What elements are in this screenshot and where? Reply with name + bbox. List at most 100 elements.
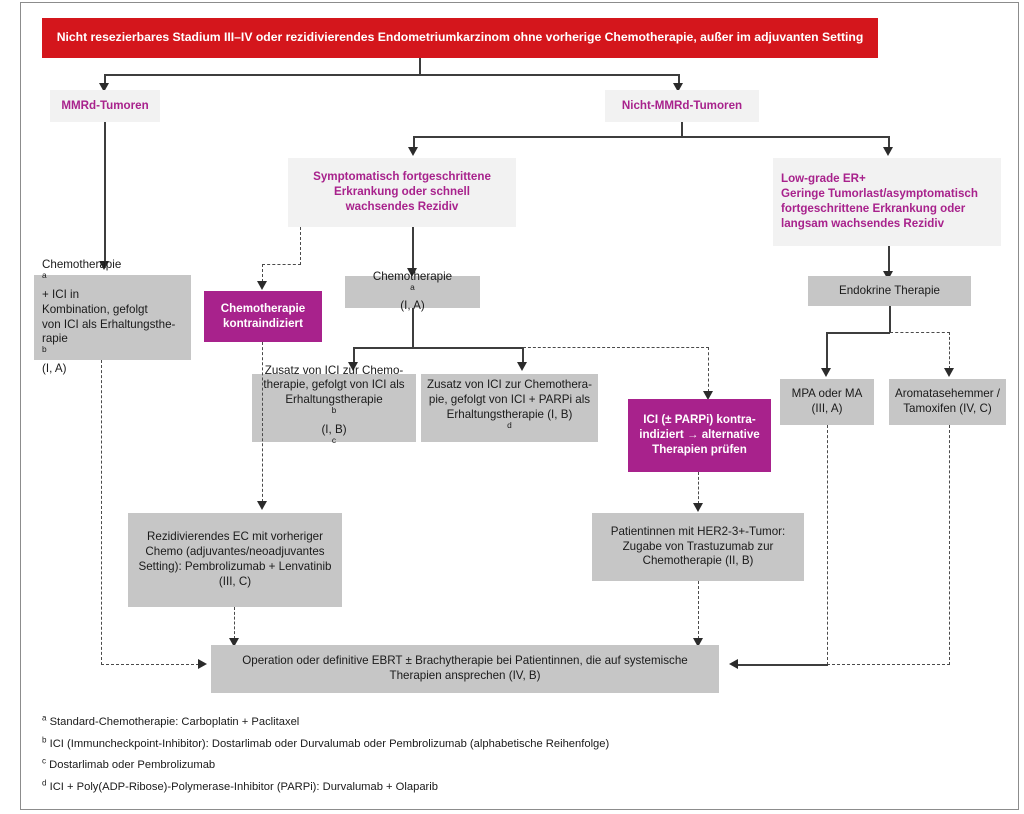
footnote-item: c Dostarlimab oder Pembrolizumab [42, 756, 216, 771]
node-ici-kontra-line3: Therapien prüfen [652, 442, 747, 456]
connector-root-right [678, 74, 680, 84]
node-non-mmrd: Nicht-MMRd-Tumoren [605, 90, 759, 122]
node-symptomatic-line3: wachsendes Rezidiv [345, 199, 459, 213]
node-lowgrade-line2: Geringe Tumorlast/asymptomatisch [781, 187, 978, 201]
connector-chemoia-stem [412, 308, 414, 348]
node-mmrd: MMRd-Tumoren [50, 90, 160, 122]
footnote-item: a Standard-Chemotherapie: Carboplatin + … [42, 713, 300, 728]
arrowhead-to-chemo-ici [99, 261, 109, 270]
connector-endokrin-bar [826, 332, 890, 334]
arrowhead-to-symptomatic [408, 147, 418, 156]
node-mmrd-label: MMRd-Tumoren [61, 98, 149, 112]
connector-nonmmrd-left [413, 136, 415, 148]
node-zusatz-d-line2: pie, gefolgt von ICI + PARPi als [428, 393, 591, 407]
connector-icikontra-to-her2 [698, 472, 699, 504]
connector-root-stem [419, 58, 421, 75]
connector-symptomatic-to-chemo [412, 227, 414, 269]
node-lowgrade-line1: Low-grade ER+ [781, 172, 866, 186]
node-aromatase-tamoxifen: Aromatasehemmer / Tamoxifen (IV, C) [889, 379, 1006, 425]
connector-her2-to-operation [698, 581, 699, 639]
node-her2-line2: Zugabe von Trastuzumab zur [622, 539, 774, 553]
node-endokrine-label: Endokrine Therapie [839, 283, 940, 297]
footnotes-list: a Standard-Chemotherapie: Carboplatin + … [42, 712, 842, 798]
node-symptomatic: Symptomatisch fortgeschrittene Erkrankun… [288, 158, 516, 227]
connector-chemoia-bar [353, 347, 523, 349]
node-mpa-ma: MPA oder MA (III, A) [780, 379, 874, 425]
node-lowgrade: Low-grade ER+ Geringe Tumorlast/asymptom… [773, 158, 1001, 246]
arrowhead-to-aromatase [944, 368, 954, 377]
connector-chemoia-mid [522, 347, 524, 363]
node-endokrine-therapie: Endokrine Therapie [808, 276, 971, 306]
connector-root-bar [104, 74, 679, 76]
connector-root-left [104, 74, 106, 84]
arrowhead-left-into-operation [198, 659, 207, 669]
node-symptomatic-line1: Symptomatisch fortgeschrittene [313, 170, 491, 184]
node-rezidiv-line2: Chemo (adjuvantes/neoadjuvantes [145, 545, 325, 559]
node-lowgrade-line3: fortgeschrittene Erkrankung oder [781, 202, 966, 215]
node-mpa-line1: MPA oder MA [791, 387, 863, 401]
node-non-mmrd-label: Nicht-MMRd-Tumoren [621, 98, 743, 112]
connector-nonmmrd-stem [681, 122, 683, 137]
connector-right-into-operation [738, 664, 828, 666]
arrowhead-to-her2 [693, 503, 703, 512]
node-root: Nicht resezierbares Stadium III–IV oder … [42, 18, 878, 58]
connector-chemoici-feedback-h [101, 664, 199, 665]
connector-nonmmrd-right [888, 136, 890, 148]
node-operation-line1: Operation oder definitive EBRT ± Brachyt… [242, 654, 688, 668]
connector-kontra-drop [262, 264, 263, 282]
node-rezidiv-ec: Rezidivierendes EC mit vorheriger Chemo … [128, 513, 342, 607]
node-chemo-ici-line3: von ICI als Erhaltungsthe- [42, 317, 176, 331]
footnote-item: d ICI + Poly(ADP-Ribose)-Polymerase-Inhi… [42, 777, 438, 793]
connector-chemoia-to-icikontra-v [708, 347, 709, 392]
connector-right-feedback-h [827, 664, 950, 665]
node-zusatz-b-line1: Zusatz von ICI zur Chemo- [264, 363, 404, 377]
node-zusatz-b-line2: therapie, gefolgt von ICI als [263, 378, 405, 392]
arrowhead-rezidiv-to-operation [229, 638, 239, 647]
connector-endokrin-bar-dashed [890, 332, 950, 333]
connector-chemoia-left [353, 347, 355, 363]
node-lowgrade-line4: langsam wachsendes Rezidiv [781, 216, 945, 230]
node-chemo-ici-line2: Kombination, gefolgt [42, 302, 148, 316]
connector-mmrd-down [104, 122, 106, 262]
node-her2-line3: Chemotherapie (II, B) [642, 554, 754, 568]
arrowhead-to-mmrd [99, 83, 109, 92]
connector-rezidiv-to-operation [234, 607, 235, 639]
node-symptomatic-line2: Erkrankung oder schnell [334, 185, 470, 199]
node-her2-trastuzumab: Patientinnen mit HER2-3+-Tumor: Zugabe v… [592, 513, 804, 581]
node-aromatase-line1: Aromatasehemmer / [894, 387, 1001, 401]
node-root-label: Nicht resezierbares Stadium III–IV oder … [56, 30, 864, 45]
node-ici-kontra-line2: indiziert → alternative [639, 428, 760, 442]
arrowhead-to-endokrin [883, 271, 893, 280]
node-operation-line2: Therapien ansprechen (IV, B) [389, 669, 541, 682]
arrowhead-to-non-mmrd [673, 83, 683, 92]
connector-endokrin-stem [889, 306, 891, 333]
node-rezidiv-line4: (III, C) [218, 574, 252, 588]
arrowhead-to-ici-kontra [703, 391, 713, 400]
node-zusatz-ici-b: Zusatz von ICI zur Chemo- therapie, gefo… [252, 364, 416, 444]
arrowhead-to-mpa [821, 368, 831, 377]
connector-endokrin-right [949, 332, 950, 369]
connector-chemoia-to-icikontra-h [523, 347, 709, 348]
node-her2-line1: Patientinnen mit HER2-3+-Tumor: [610, 524, 786, 538]
arrowhead-to-chemo-ia [407, 268, 417, 277]
node-operation-ebrt: Operation oder definitive EBRT ± Brachyt… [211, 645, 719, 693]
connector-symptomatic-to-kontra-h [262, 264, 301, 265]
footnote-item: b ICI (Immuncheckpoint-Inhibitor): Dosta… [42, 734, 610, 750]
node-chemo-kontraindiziert: Chemotherapie kontraindiziert [204, 291, 322, 342]
connector-mpa-feedback-v [827, 425, 828, 665]
arrowhead-to-chemo-kontra [257, 281, 267, 290]
node-zusatz-d-line1: Zusatz von ICI zur Chemothera- [427, 378, 592, 392]
connector-lowgrade-to-endokrin [888, 246, 890, 273]
connector-endokrin-left [826, 332, 828, 369]
arrowhead-to-zusatz-b [348, 362, 358, 371]
node-zusatz-ici-parpi-d: Zusatz von ICI zur Chemothera- pie, gefo… [421, 374, 598, 442]
connector-aromatase-feedback-v [949, 425, 950, 665]
arrowhead-right-into-operation [729, 659, 738, 669]
node-mpa-line2: (III, A) [811, 402, 843, 415]
